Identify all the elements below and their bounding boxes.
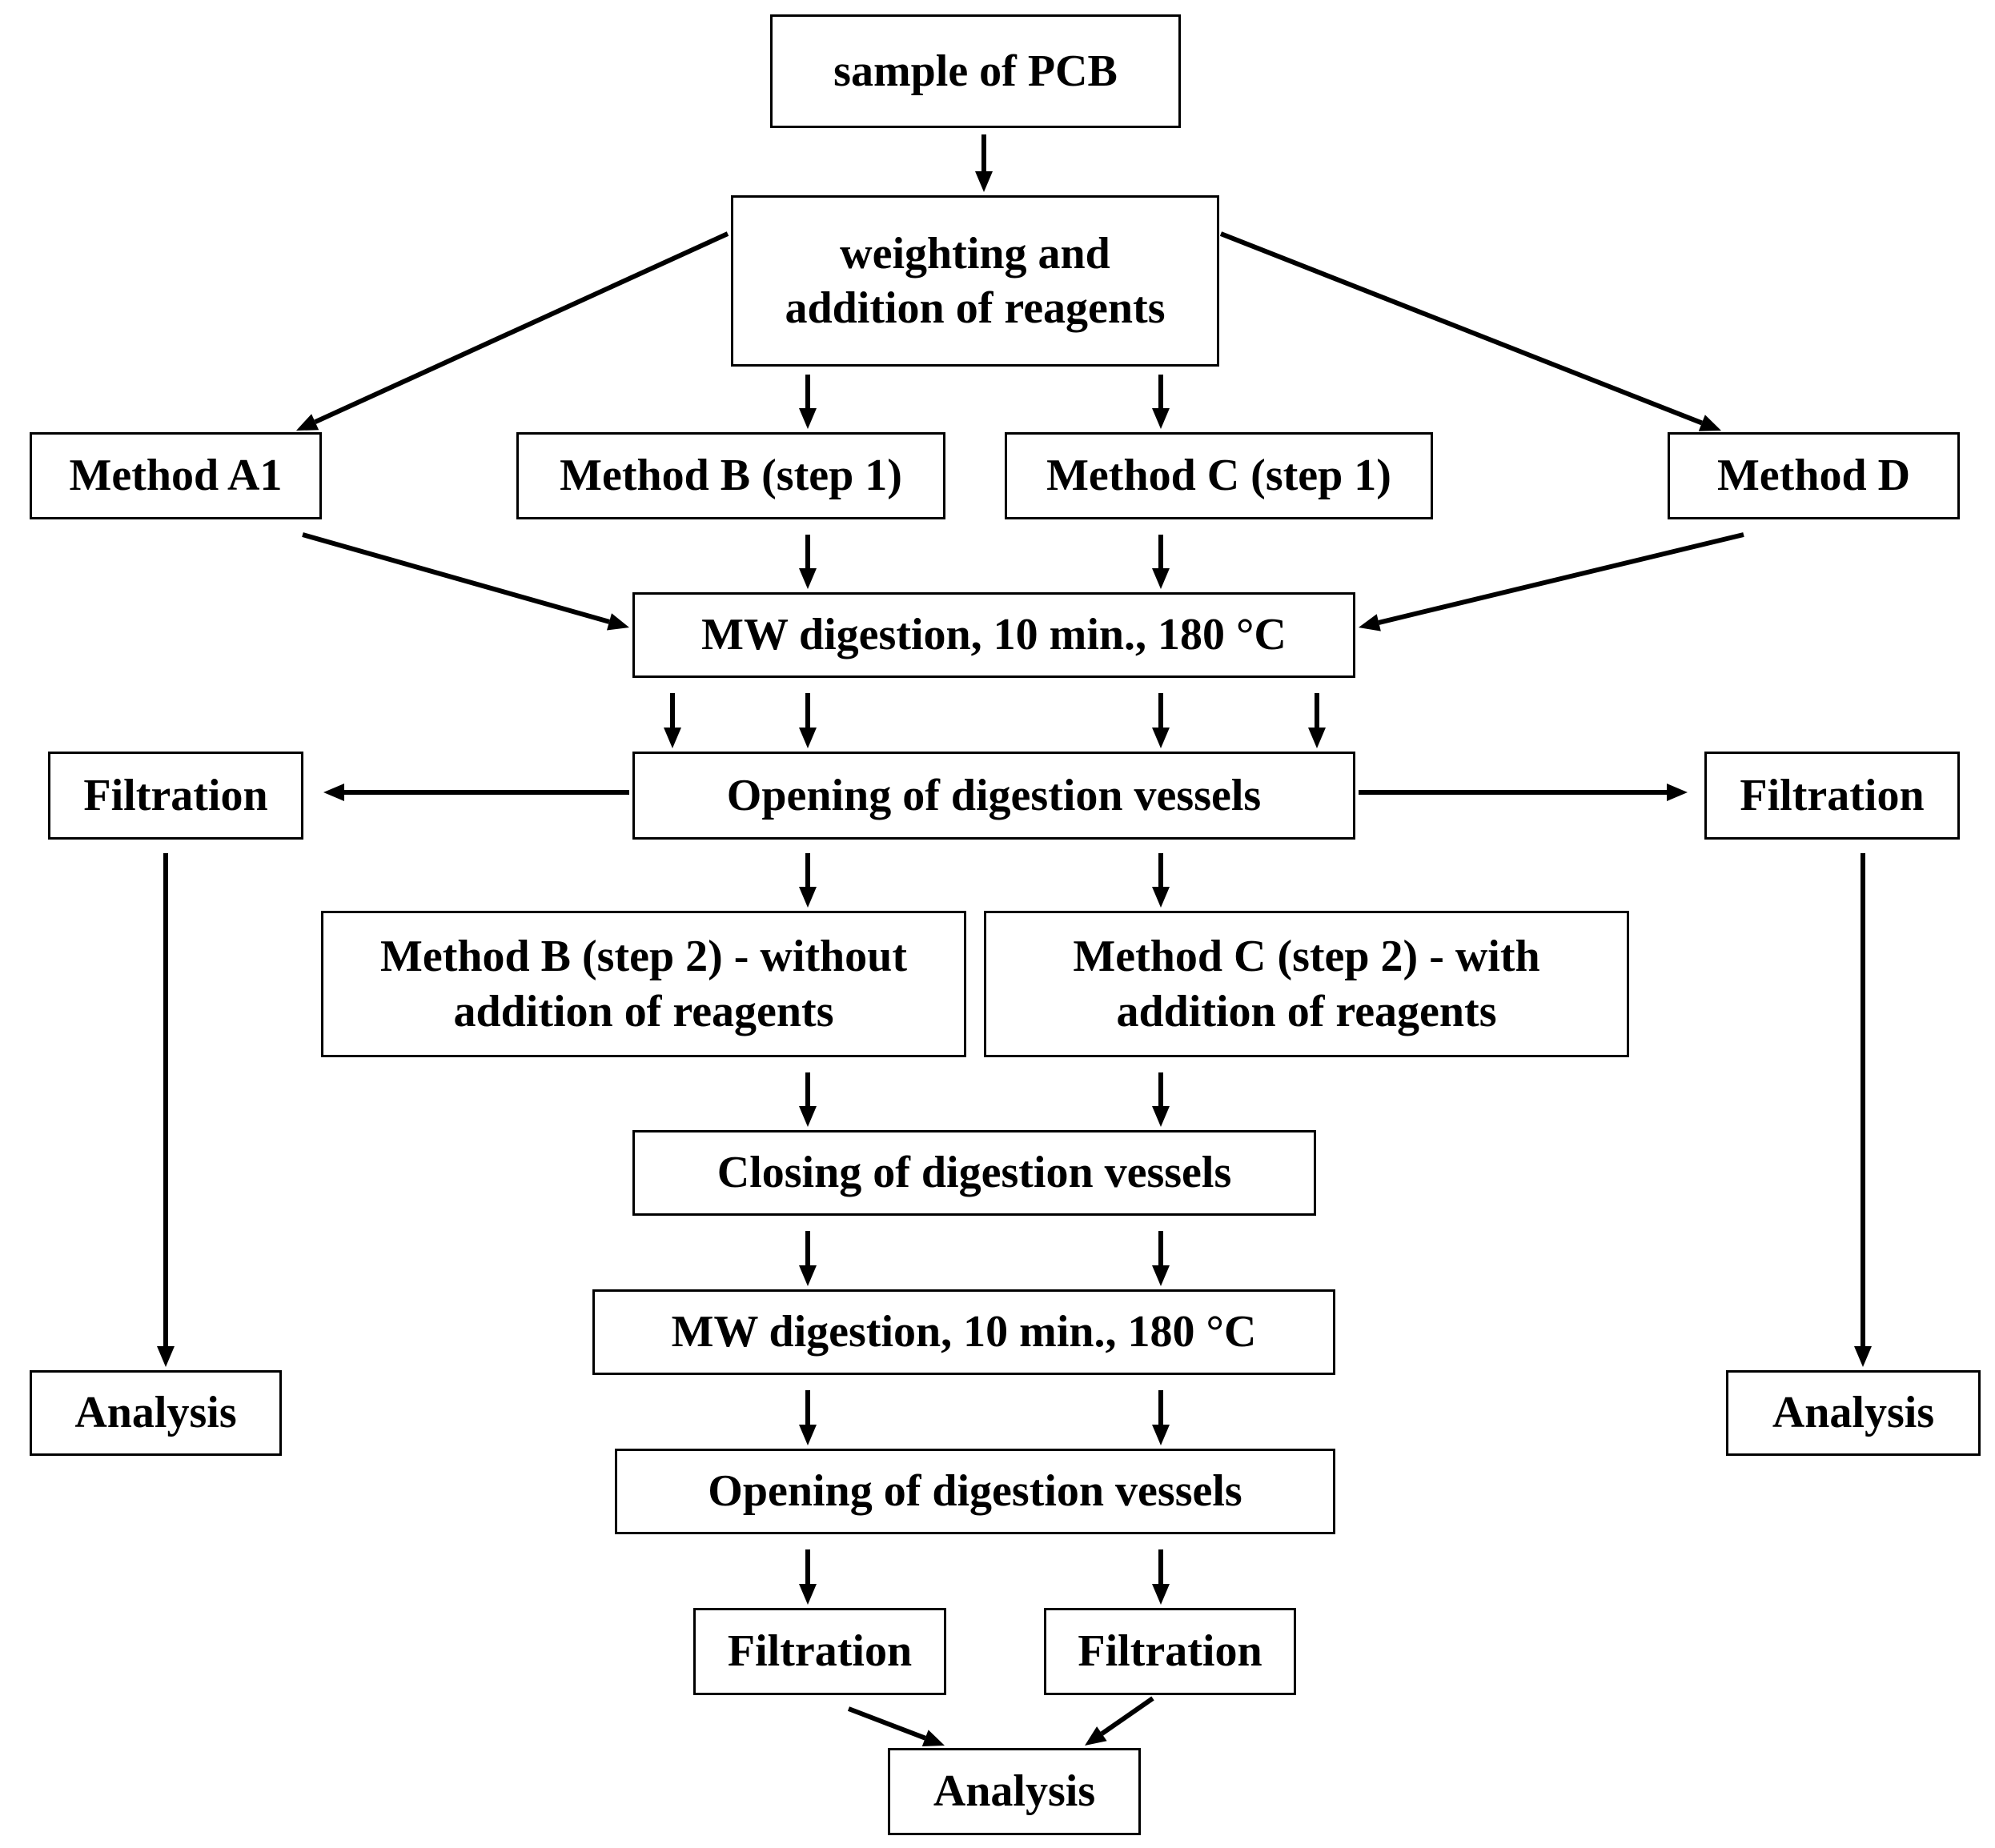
node-weighting-line2: addition of reagents (785, 283, 1166, 333)
node-filtration-c-label: Filtration (1078, 1626, 1262, 1677)
node-analysis-left: Analysis (30, 1370, 282, 1456)
arrow-opening2-to-filtration-c (1152, 1549, 1170, 1605)
node-method-b-step2-line2: addition of reagents (453, 986, 834, 1036)
arrow-weighting-to-d (1219, 231, 1721, 431)
node-sample-of-pcb-label: sample of PCB (833, 46, 1118, 96)
arrow-filtration-right-to-analysis (1854, 853, 1872, 1367)
node-method-b-step2-line1: Method B (step 2) - without (380, 932, 907, 982)
node-opening-vessels-1: Opening of digestion vessels (632, 752, 1355, 840)
node-opening-vessels-1-label: Opening of digestion vessels (726, 770, 1262, 820)
node-weighting-line1: weighting and (840, 228, 1110, 279)
node-analysis-right: Analysis (1726, 1370, 1981, 1456)
arrow-c1-to-mw1 (1152, 535, 1170, 589)
arrow-weighting-to-a1 (296, 231, 729, 431)
node-method-d: Method D (1668, 432, 1960, 519)
node-opening-vessels-2: Opening of digestion vessels (615, 1449, 1335, 1534)
node-weighting-and-addition: weighting and addition of reagents (731, 195, 1219, 367)
arrow-a1-to-mw1 (302, 532, 629, 631)
arrow-mw1-to-opening1-c (1152, 693, 1170, 748)
node-method-b-step2: Method B (step 2) - without addition of … (321, 911, 966, 1057)
node-method-d-label: Method D (1716, 451, 1911, 501)
node-method-c-step2-line2: addition of reagents (1116, 986, 1497, 1036)
arrow-weighting-to-c1 (1152, 375, 1170, 429)
arrow-mw1-to-opening1-a (664, 693, 681, 748)
node-method-c-step1-label: Method C (step 1) (1046, 451, 1391, 501)
arrow-closing-to-mw2-c (1152, 1231, 1170, 1286)
node-sample-of-pcb: sample of PCB (770, 14, 1181, 128)
node-mw-digestion-2-label: MW digestion, 10 min., 180 °C (671, 1307, 1257, 1357)
node-analysis-bottom: Analysis (888, 1748, 1141, 1835)
arrow-mw2-to-opening2-b (799, 1390, 817, 1445)
node-analysis-left-label: Analysis (74, 1388, 237, 1438)
node-filtration-b: Filtration (693, 1608, 946, 1695)
arrow-d-to-mw1 (1359, 532, 1744, 631)
arrow-filtration-b-to-analysis (847, 1706, 945, 1746)
arrow-opening1-to-filtration-left (323, 784, 629, 801)
node-method-b-step1-label: Method B (step 1) (560, 451, 902, 501)
node-method-b-step1: Method B (step 1) (516, 432, 945, 519)
arrow-b2-to-closing (799, 1072, 817, 1127)
arrow-closing-to-mw2-b (799, 1231, 817, 1286)
node-filtration-right-label: Filtration (1740, 770, 1925, 820)
node-mw-digestion-2: MW digestion, 10 min., 180 °C (592, 1289, 1335, 1375)
arrow-sample-to-weighting (975, 134, 993, 192)
node-filtration-left-label: Filtration (83, 770, 268, 820)
arrow-mw1-to-opening1-b (799, 693, 817, 748)
arrow-b1-to-mw1 (799, 535, 817, 589)
node-opening-vessels-2-label: Opening of digestion vessels (708, 1466, 1242, 1517)
node-closing-vessels-label: Closing of digestion vessels (717, 1148, 1232, 1198)
arrow-opening1-to-b2 (799, 853, 817, 908)
arrow-mw2-to-opening2-c (1152, 1390, 1170, 1445)
node-filtration-left: Filtration (48, 752, 303, 840)
arrow-filtration-left-to-analysis (157, 853, 175, 1367)
node-method-a1: Method A1 (30, 432, 322, 519)
node-method-c-step2: Method C (step 2) - with addition of rea… (984, 911, 1629, 1057)
node-method-c-step1: Method C (step 1) (1005, 432, 1433, 519)
node-analysis-bottom-label: Analysis (933, 1766, 1096, 1817)
arrow-opening1-to-c2 (1152, 853, 1170, 908)
node-filtration-right: Filtration (1704, 752, 1960, 840)
node-method-a1-label: Method A1 (69, 451, 283, 501)
arrow-weighting-to-b1 (799, 375, 817, 429)
node-filtration-b-label: Filtration (727, 1626, 913, 1677)
node-mw-digestion-1-label: MW digestion, 10 min., 180 °C (701, 610, 1287, 660)
arrow-opening2-to-filtration-b (799, 1549, 817, 1605)
node-method-c-step2-line1: Method C (step 2) - with (1073, 932, 1540, 982)
arrow-opening1-to-filtration-right (1359, 784, 1688, 801)
node-analysis-right-label: Analysis (1772, 1388, 1935, 1438)
node-mw-digestion-1: MW digestion, 10 min., 180 °C (632, 592, 1355, 678)
arrow-c2-to-closing (1152, 1072, 1170, 1127)
node-filtration-c: Filtration (1044, 1608, 1296, 1695)
arrow-mw1-to-opening1-d (1308, 693, 1326, 748)
node-closing-vessels: Closing of digestion vessels (632, 1130, 1316, 1216)
arrow-filtration-c-to-analysis (1085, 1696, 1154, 1746)
